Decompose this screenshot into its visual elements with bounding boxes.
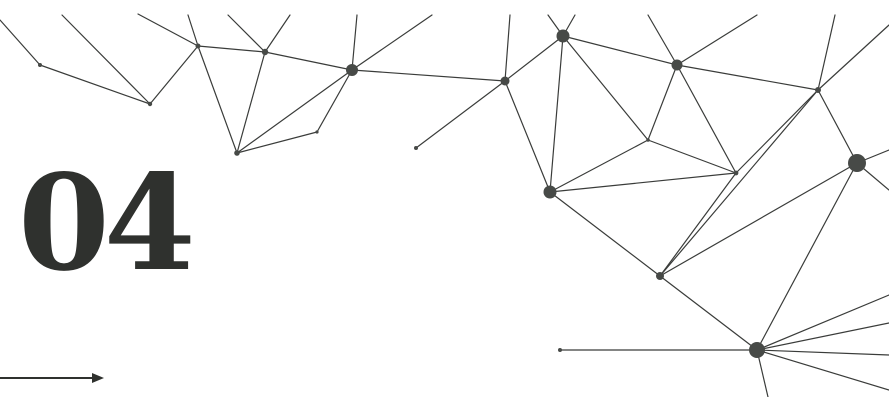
network-edge (0, 20, 40, 65)
network-edge (818, 90, 857, 163)
network-edge (352, 70, 505, 81)
network-edge (352, 15, 357, 70)
network-edge (648, 140, 736, 173)
network-edge (352, 15, 432, 70)
network-node (315, 130, 318, 133)
network-edge (505, 81, 550, 192)
network-node (414, 146, 418, 150)
network-edge (198, 46, 265, 52)
network-node (815, 87, 821, 93)
network-edge (416, 81, 505, 148)
network-edge (818, 25, 889, 90)
network-node (646, 138, 650, 142)
network-node (672, 60, 683, 71)
network-node (544, 186, 557, 199)
network-edge (198, 46, 237, 153)
network-node (262, 49, 268, 55)
network-edge (237, 52, 265, 153)
network-edge (265, 52, 352, 70)
network-edge (550, 192, 660, 276)
network-edge (660, 276, 757, 350)
network-edge (677, 65, 736, 173)
network-edge (757, 350, 889, 355)
network-edge (677, 65, 818, 90)
network-edge (40, 65, 150, 104)
network-node (501, 77, 510, 86)
network-edge (736, 90, 818, 173)
network-node (148, 102, 152, 106)
network-edge (757, 295, 889, 350)
network-node (557, 30, 570, 43)
network-edge (150, 46, 198, 104)
network-edge (550, 140, 648, 192)
network-edge (550, 173, 736, 192)
network-edge (237, 70, 352, 153)
network-edge (237, 132, 317, 153)
network-edge (648, 65, 677, 140)
network-edge (648, 15, 677, 65)
network-node (848, 154, 866, 172)
network-edge (550, 36, 563, 192)
network-edge (660, 90, 818, 276)
network-edge (757, 350, 889, 390)
network-edge (505, 36, 563, 81)
network-edge (317, 70, 352, 132)
network-node (196, 44, 201, 49)
section-number: 04 (18, 158, 190, 290)
network-edge (757, 323, 889, 350)
network-node (656, 272, 664, 280)
network-node (749, 342, 765, 358)
arrow-right-icon (0, 364, 110, 392)
network-edge (563, 36, 648, 140)
network-node (234, 150, 240, 156)
network-edge (563, 36, 677, 65)
network-node (346, 64, 358, 76)
network-edge (228, 15, 265, 52)
network-node (38, 63, 42, 67)
network-edge (818, 15, 835, 90)
network-edge (265, 15, 290, 52)
network-edge (505, 15, 510, 81)
network-node (558, 348, 562, 352)
network-edge (660, 173, 736, 276)
network-edge (62, 15, 150, 104)
network-node (734, 171, 739, 176)
network-edge (677, 15, 757, 65)
